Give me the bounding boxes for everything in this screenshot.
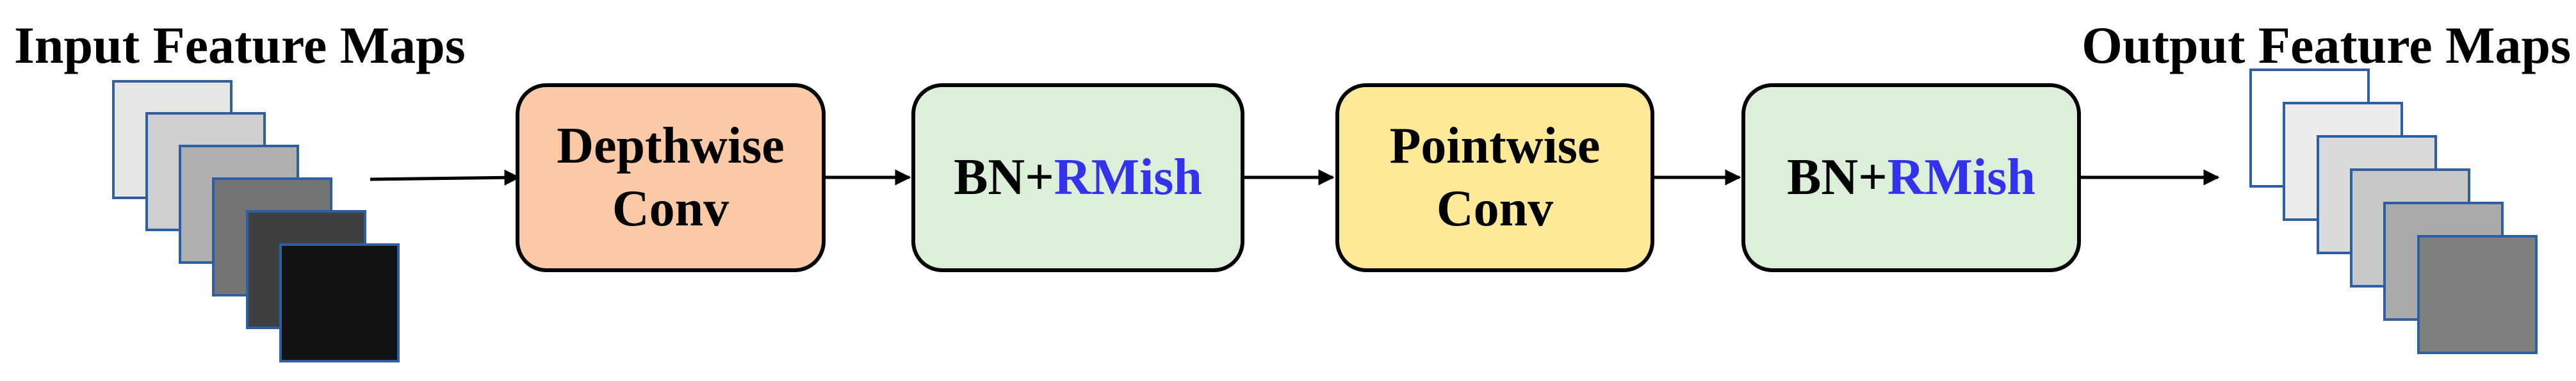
pointwise-label-line1: Pointwise xyxy=(1389,117,1601,174)
bn-label: BN+ xyxy=(1787,149,1887,206)
pointwise-conv-block: Pointwise Conv xyxy=(1335,83,1654,272)
pointwise-label-line2: Conv xyxy=(1436,180,1554,237)
depthwise-label-line1: Depthwise xyxy=(557,117,785,174)
depthwise-conv-block: Depthwise Conv xyxy=(516,83,826,272)
bn-label: BN+ xyxy=(954,149,1054,206)
input-feature-map xyxy=(279,243,400,362)
rmish-label: RMish xyxy=(1054,149,1202,206)
output-feature-map xyxy=(2417,235,2538,354)
bn-rmish-block-1: BN+RMish xyxy=(911,83,1244,272)
depthwise-label-line2: Conv xyxy=(612,180,730,237)
output-feature-maps-title: Output Feature Maps xyxy=(2082,16,2571,74)
bn-rmish-block-2: BN+RMish xyxy=(1741,83,2081,272)
rmish-label: RMish xyxy=(1887,149,2035,206)
arrow-input-to-depthwise xyxy=(370,169,521,186)
input-feature-maps-title: Input Feature Maps xyxy=(14,16,466,74)
